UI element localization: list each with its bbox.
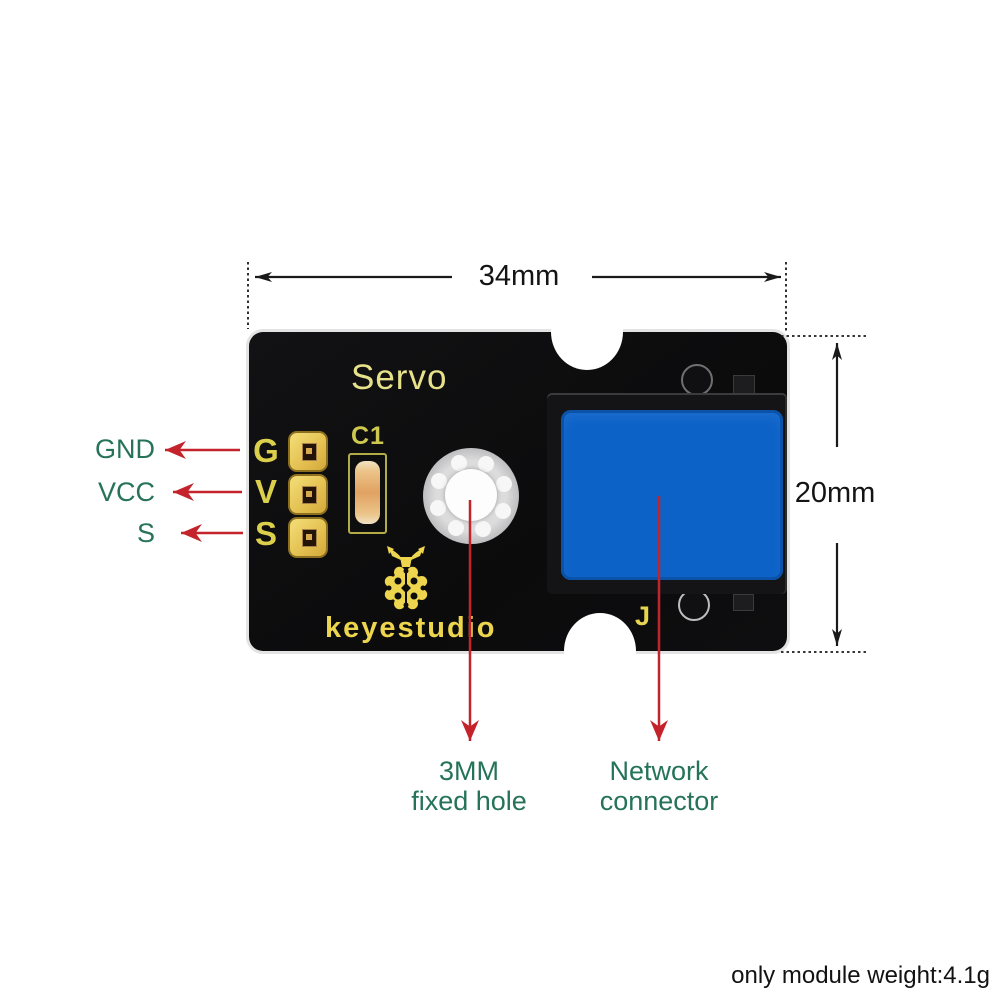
width-dimension-label: 34mm [478, 260, 560, 292]
connector-tab-bottom [733, 594, 754, 611]
board-bottom-notch [564, 613, 636, 689]
signal-callout-label: S [136, 518, 155, 548]
ladybug-logo-icon [384, 546, 428, 610]
pin-silk-s: S [254, 515, 277, 552]
height-dimension-label: 20mm [794, 477, 876, 509]
connector-lead-top [681, 364, 713, 396]
pcb-board: Servo G V S C1 [249, 294, 787, 689]
hole-center [445, 469, 497, 521]
fixed-hole-callout-line1: 3MM [439, 756, 499, 786]
hole-pad-dot [448, 520, 464, 536]
header-pin-v [288, 474, 328, 515]
network-connector-callout-line1: Network [609, 756, 709, 786]
pin-socket [302, 486, 317, 504]
hole-pad-dot [431, 473, 447, 489]
hole-pad-dot [451, 455, 467, 471]
network-connector-face [561, 410, 783, 580]
capacitor-label: C1 [351, 422, 385, 450]
hole-pad-dot [478, 456, 494, 472]
board-top-notch [551, 294, 623, 370]
hole-pad-dot [475, 521, 491, 537]
pin-socket [302, 443, 317, 461]
vcc-callout-label: VCC [97, 477, 155, 507]
hole-pad-dot [495, 503, 511, 519]
network-connector [547, 393, 787, 594]
fixed-hole-callout: 3MM fixed hole [387, 756, 551, 816]
connector-tab-top [733, 375, 755, 394]
header-pin-g [288, 431, 328, 472]
header-pin-s [288, 517, 328, 558]
pin-silk-v: V [254, 473, 277, 510]
hole-pad-dot [496, 476, 512, 492]
brand-silk: keyestudio [325, 612, 497, 644]
capacitor-outline [348, 453, 387, 534]
network-connector-callout-line2: connector [599, 786, 719, 816]
network-connector-callout: Network connector [577, 756, 741, 816]
fixed-hole-callout-line2: fixed hole [411, 786, 527, 816]
mounting-hole [423, 448, 519, 544]
hole-pad-dot [430, 500, 446, 516]
capacitor-body [355, 461, 380, 524]
pin-silk-g: G [253, 432, 279, 469]
connector-silk-label: J [635, 601, 651, 631]
gnd-callout-label: GND [95, 434, 155, 464]
pin-socket [302, 529, 317, 547]
board-title-silk: Servo [351, 358, 448, 397]
weight-note: only module weight:4.1g [731, 962, 990, 989]
